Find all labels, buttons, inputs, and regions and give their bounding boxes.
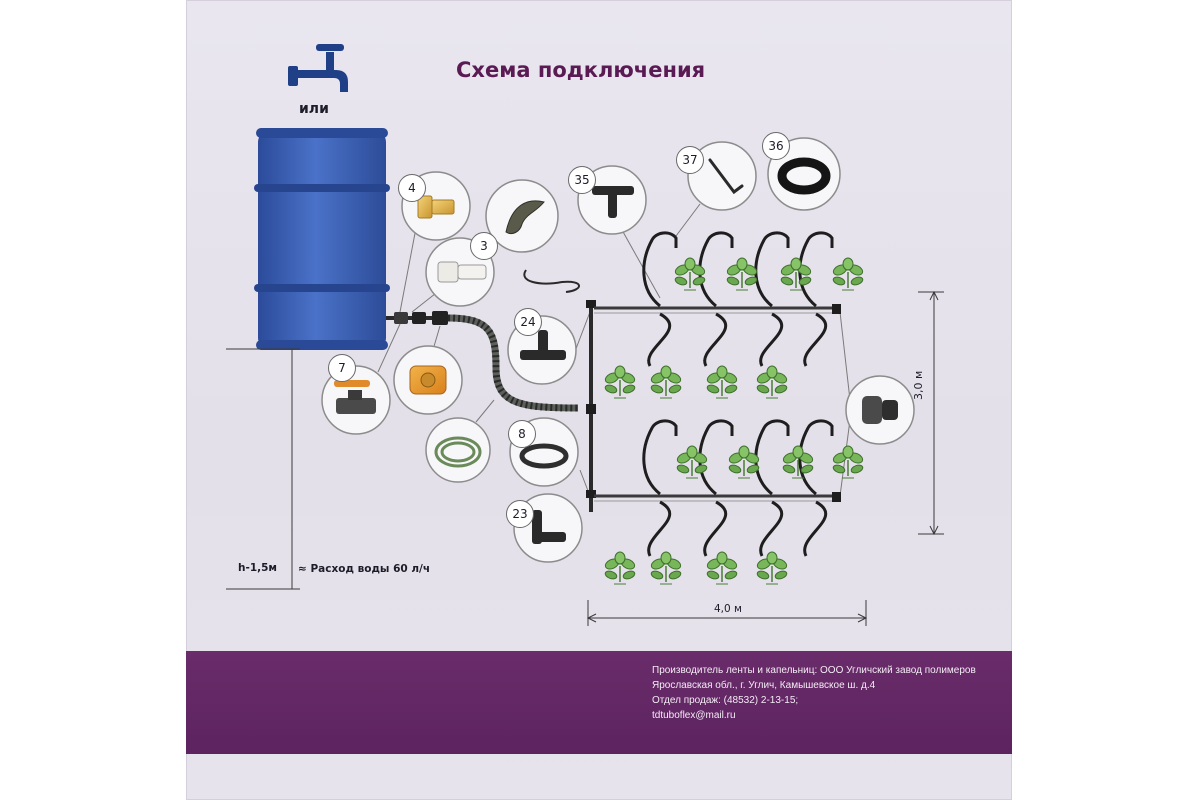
awl-icon: [708, 158, 744, 195]
water-barrel-icon: [254, 128, 390, 350]
footer-phone: Отдел продаж: (48532) 2-13-15;: [652, 695, 799, 706]
water-tap-icon: [288, 44, 348, 92]
dimension-height-line: [918, 290, 944, 536]
dropper-icon: [505, 200, 545, 235]
feed-line: [386, 311, 579, 412]
footer-manufacturer: Производитель ленты и капельниц: ООО Угл…: [652, 665, 976, 676]
part-number-badge: 4: [398, 174, 426, 202]
flow-rate-label: ≈ Расход воды 60 л/ч: [298, 563, 431, 575]
header-fitting: [586, 490, 596, 498]
dimension-width-label: 4,0 м: [714, 603, 742, 615]
footer-email: tdtuboflex@mail.ru: [652, 710, 736, 721]
header-fitting: [586, 404, 596, 414]
elbow-icon: [532, 510, 566, 544]
end-cap-icon: [862, 396, 898, 424]
seal-ring-icon: [777, 157, 831, 195]
part-quick-connector: [393, 345, 463, 415]
part-number-badge: 24: [514, 308, 542, 336]
footer-address: Ярославская обл., г. Углич, Камышевское …: [652, 680, 876, 691]
dripper-group: [642, 419, 834, 557]
header-fitting: [586, 300, 596, 308]
page-title: Схема подключения: [456, 58, 706, 82]
manufacturer-footer: Производитель ленты и капельниц: ООО Угл…: [186, 651, 1012, 754]
adapter-icon: [417, 195, 455, 219]
part-number-badge: 23: [506, 500, 534, 528]
tap-connector-icon: [437, 261, 487, 283]
height-measure: [226, 348, 300, 590]
part-end-cap: [845, 375, 915, 445]
dimension-height-label: 3,0 м: [912, 370, 925, 400]
part-hose-coil: [425, 417, 491, 483]
part-seal-ring: [767, 137, 841, 211]
part-awl: [687, 141, 757, 211]
plant-row: [603, 365, 789, 399]
plant-row: [675, 445, 865, 479]
tape-roll-icon: [519, 443, 569, 469]
part-number-badge: 35: [568, 166, 596, 194]
part-number-badge: 37: [676, 146, 704, 174]
height-label: h-1,5м: [238, 562, 278, 574]
mini-tee-icon: [592, 186, 634, 218]
drip-tape-line: [594, 492, 841, 502]
part-number-badge: 7: [328, 354, 356, 382]
hose-coil-icon: [434, 436, 482, 468]
part-number-badge: 3: [470, 232, 498, 260]
part-dropper: [485, 179, 580, 293]
drip-tape-line: [594, 304, 841, 314]
dropper-cord: [523, 269, 580, 293]
part-number-badge: 36: [762, 132, 790, 160]
plant-row: [603, 551, 789, 585]
leader-lines: [377, 203, 851, 497]
dripper-group: [642, 231, 834, 367]
quick-connector-icon: [409, 365, 447, 395]
or-label: или: [299, 101, 329, 117]
dimension-width-line: [586, 600, 868, 626]
part-number-badge: 8: [508, 420, 536, 448]
part-ball-valve: [321, 365, 391, 435]
ball-valve-icon: [334, 380, 376, 414]
tee-icon: [520, 330, 566, 360]
